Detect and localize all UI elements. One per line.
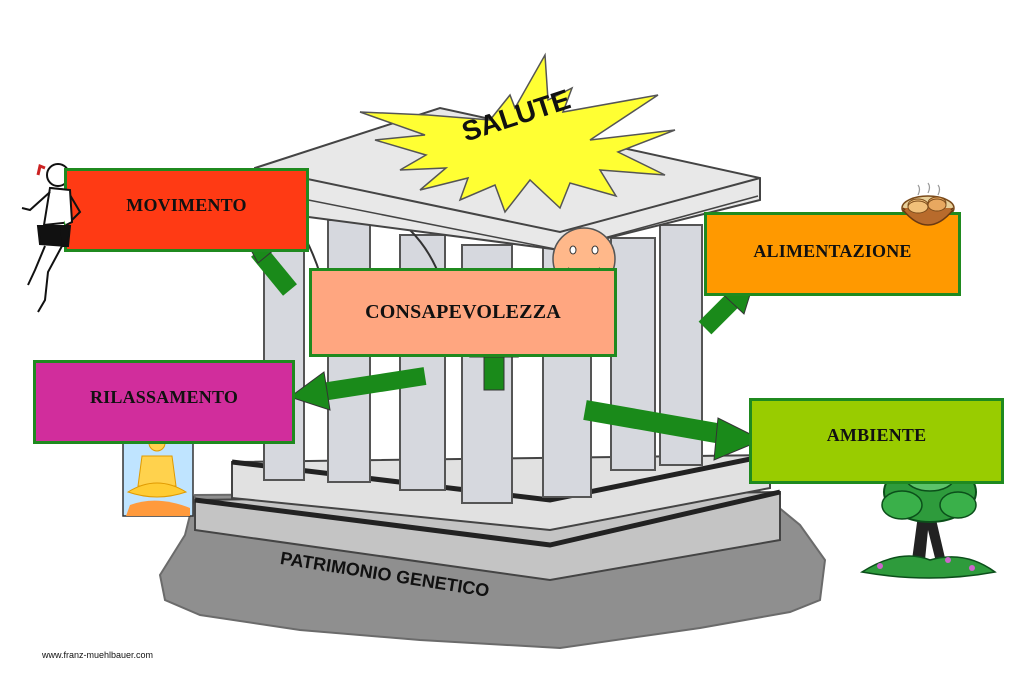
label-ambiente: AMBIENTE [826, 425, 927, 445]
label-movimento: MOVIMENTO [126, 195, 247, 215]
arrow-to-ambiente [583, 400, 764, 461]
box-ambiente: AMBIENTE [749, 398, 1004, 484]
label-rilassamento: RILASSAMENTO [89, 387, 239, 407]
label-alimentazione: ALIMENTAZIONE [753, 241, 912, 261]
salute-burst [359, 52, 676, 214]
credit-text: www.franz-muehlbauer.com [42, 650, 154, 660]
box-rilassamento: RILASSAMENTO [33, 360, 295, 444]
label-consapevolezza: CONSAPEVOLEZZA [365, 301, 561, 323]
box-consapevolezza: CONSAPEVOLEZZA [309, 268, 617, 357]
box-alimentazione: ALIMENTAZIONE [704, 212, 961, 296]
box-movimento: MOVIMENTO [64, 168, 309, 252]
arrow-to-rilassamento [288, 367, 427, 411]
